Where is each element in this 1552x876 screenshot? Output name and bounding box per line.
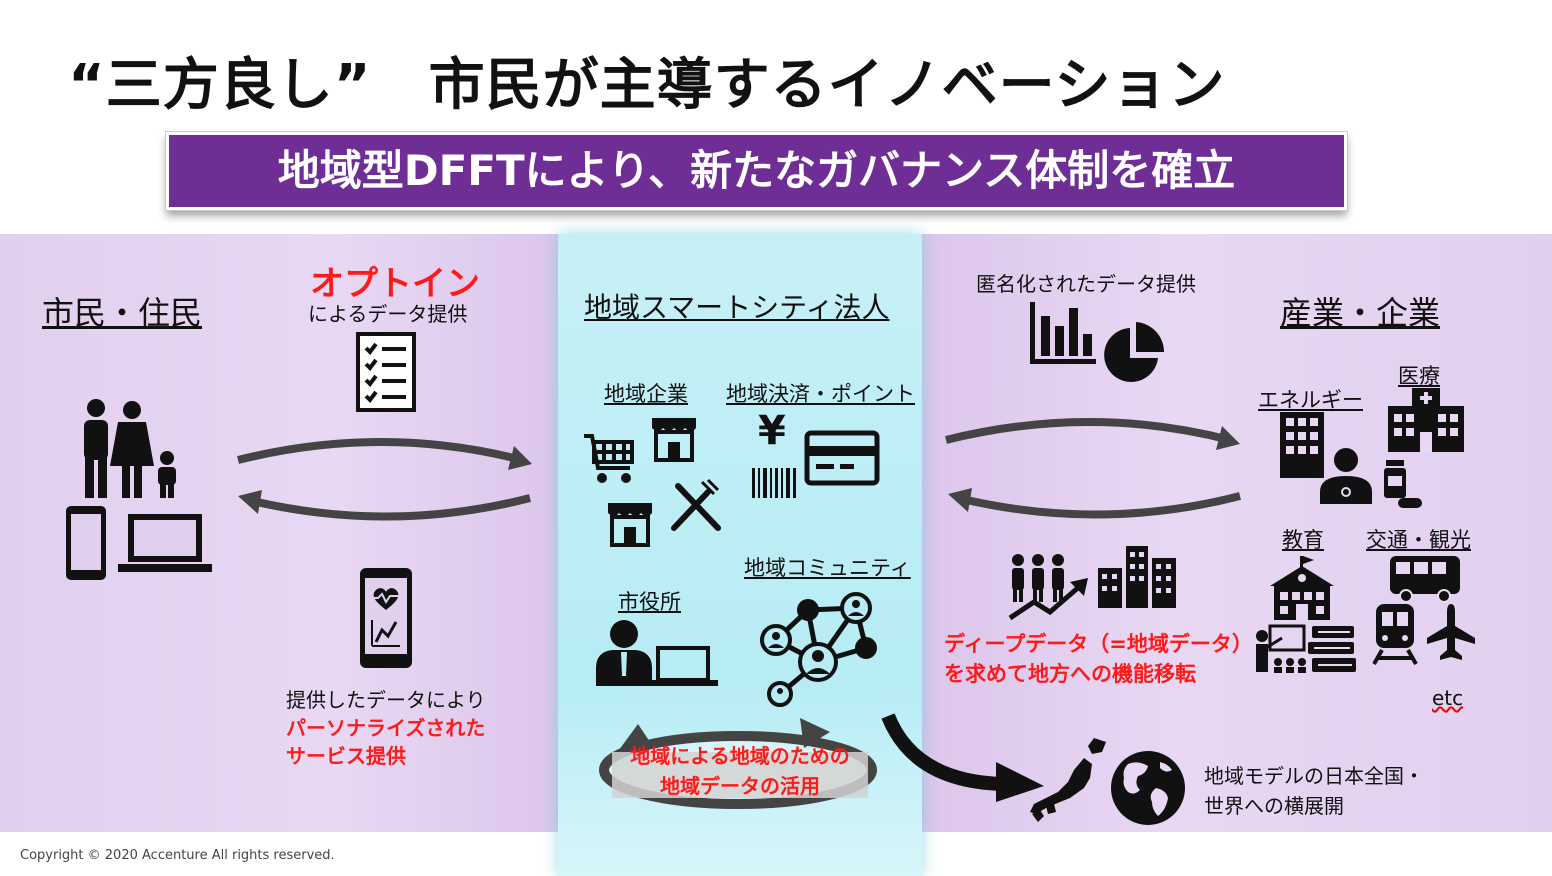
community-label: 地域コミュニティ: [744, 556, 911, 580]
city-hall-label: 市役所: [618, 590, 681, 614]
expansion-line2: 世界への横展開: [1204, 794, 1344, 818]
doctor-icon: [1320, 448, 1372, 504]
education-label: 教育: [1282, 528, 1324, 552]
service-flow-arrow-left: [238, 490, 531, 521]
shopping-cart-icon: [584, 434, 634, 483]
bus-icon: [1390, 556, 1460, 603]
books-icon: [1308, 626, 1356, 672]
family-icon: [84, 399, 176, 498]
globe-icon: [1111, 751, 1185, 825]
service-line2: パーソナライズされた: [286, 716, 486, 740]
page-title: “三方良し” 市民が主導するイノベーション: [68, 53, 1226, 118]
smart-city-heading: 地域スマートシティ法人: [584, 291, 890, 324]
local-payment-label: 地域決済・ポイント: [726, 382, 915, 406]
yen-icon: ¥: [758, 408, 786, 454]
laptop-icon: [118, 514, 212, 572]
medical-label: 医療: [1398, 364, 1440, 388]
relocation-arrow-left: [948, 488, 1241, 519]
airplane-icon: [1427, 604, 1475, 660]
energy-label: エネルギー: [1258, 388, 1363, 412]
smartphone-icon: [66, 506, 106, 580]
deep-data-line2: を求めて地方への機能移転: [944, 662, 1196, 686]
office-building-icon: [1280, 412, 1324, 478]
cycle-label-box: [612, 752, 868, 798]
cycle-line2: 地域データの活用: [660, 774, 820, 798]
city-buildings-icon: [1098, 546, 1176, 608]
barcode-icon: [752, 468, 796, 498]
growth-people-icon: [1008, 554, 1088, 621]
etc-label: etc: [1432, 686, 1464, 710]
shop-icon: [608, 503, 652, 547]
official-icon: [596, 620, 718, 686]
local-business-label: 地域企業: [604, 382, 688, 406]
governance-banner: 地域型DFFTにより、新たなガバナンス体制を確立: [165, 131, 1348, 211]
medicine-icon: [1384, 460, 1422, 508]
deep-data-line1: ディープデータ（=地域データ）: [944, 632, 1253, 656]
expansion-arrow: [881, 713, 1044, 802]
bar-chart-icon: [1030, 302, 1096, 364]
fork-knife-icon: [671, 478, 721, 531]
network-icon: [760, 592, 877, 707]
anon-data-label: 匿名化されたデータ提供: [976, 272, 1196, 296]
data-flow-arrow-right: [945, 418, 1240, 450]
teacher-icon: [1256, 624, 1306, 673]
industry-heading: 産業・企業: [1280, 294, 1441, 332]
industry-panel: [920, 234, 1552, 832]
transport-label: 交通・観光: [1366, 528, 1471, 552]
pie-chart-icon: [1104, 322, 1165, 382]
banner-text: 地域型DFFTにより、新たなガバナンス体制を確立: [277, 146, 1236, 195]
citizen-heading: 市民・住民: [42, 294, 203, 332]
shop-icon: [652, 418, 696, 462]
checklist-icon: [356, 332, 416, 412]
data-flow-arrow-right: [237, 438, 532, 470]
school-icon: [1270, 556, 1334, 620]
optin-subtitle: によるデータ提供: [308, 302, 468, 326]
credit-card-icon: [804, 430, 880, 486]
expansion-line1: 地域モデルの日本全国・: [1204, 764, 1424, 788]
cycle-line1: 地域による地域のための: [630, 744, 850, 768]
copyright-text: Copyright © 2020 Accenture All rights re…: [20, 848, 335, 863]
hospital-icon: [1388, 388, 1464, 452]
service-line3: サービス提供: [286, 744, 406, 768]
service-line1: 提供したデータにより: [286, 688, 486, 712]
train-icon: [1372, 604, 1418, 665]
japan-map-icon: [1030, 738, 1106, 822]
health-app-icon: [360, 568, 412, 668]
optin-title: オプトイン: [310, 264, 480, 304]
